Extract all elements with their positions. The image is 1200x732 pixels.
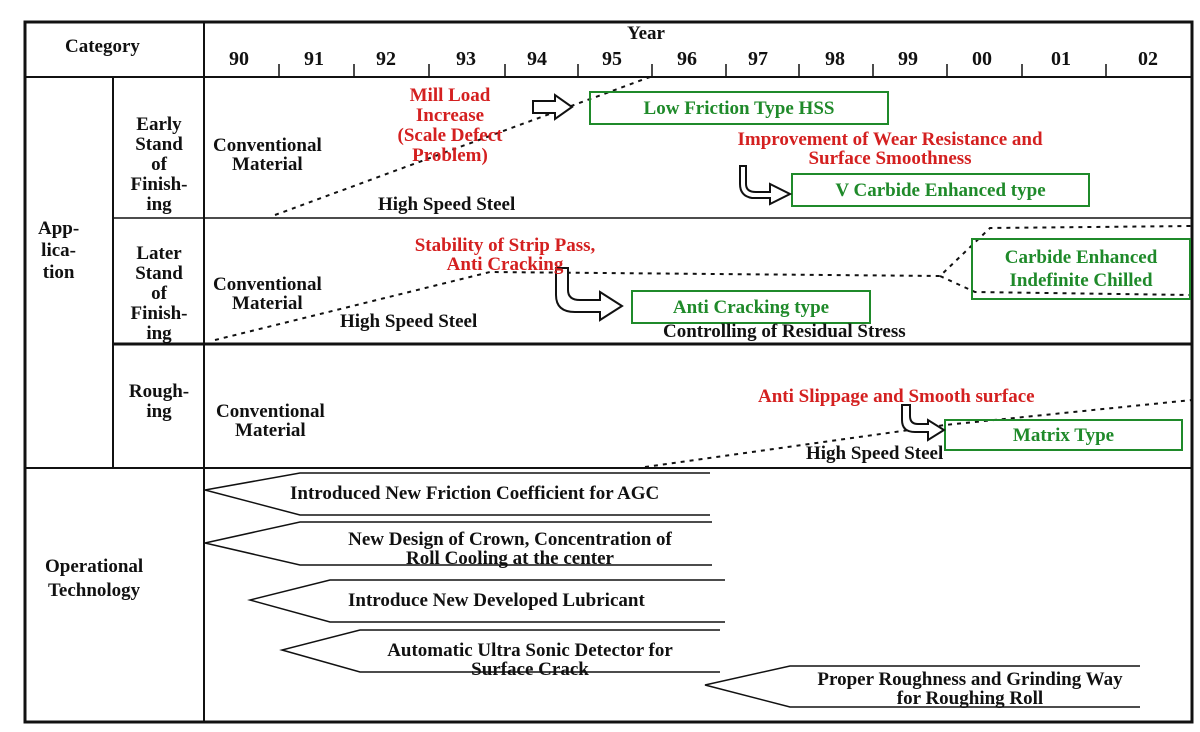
year-label: 94 bbox=[527, 48, 547, 70]
outer-border bbox=[23, 20, 1194, 724]
operational-arrow-shapes bbox=[204, 472, 1140, 708]
later-conventional-material: Conventional Material bbox=[213, 274, 322, 314]
year-label: 97 bbox=[748, 48, 768, 70]
roughing-problem-anti-slippage: Anti Slippage and Smooth surface bbox=[758, 386, 1035, 407]
early-problem-wear-resistance: Improvement of Wear Resistance and Surfa… bbox=[737, 129, 1043, 169]
early-conventional-material: Conventional Material bbox=[213, 135, 322, 175]
category-header: Category bbox=[65, 36, 140, 57]
roughing-high-speed-steel: High Speed Steel bbox=[806, 443, 944, 464]
year-label: 99 bbox=[898, 48, 918, 70]
year-ticks bbox=[278, 64, 1107, 77]
later-solution-anti-cracking: Anti Cracking type bbox=[672, 297, 830, 318]
year-label: 00 bbox=[972, 48, 992, 70]
year-label: 93 bbox=[456, 48, 476, 70]
early-stand-label: Early Stand of Finish- ing bbox=[130, 114, 188, 215]
later-solution-carbide-enhanced: Carbide Enhanced Indefinite Chilled bbox=[1004, 247, 1158, 291]
year-label: 02 bbox=[1138, 48, 1158, 70]
later-high-speed-steel: High Speed Steel bbox=[340, 311, 478, 332]
later-problem-strip-pass: Stability of Strip Pass, Anti Cracking bbox=[414, 235, 596, 275]
solution-boxes bbox=[589, 91, 1191, 451]
early-problem-mill-load: Mill Load Increase (Scale Defect Problem… bbox=[397, 85, 503, 166]
operational-item: Introduced New Friction Coefficient for … bbox=[290, 483, 660, 504]
year-label: 01 bbox=[1051, 48, 1071, 70]
application-label: App- lica- tion bbox=[38, 218, 80, 283]
early-solution-low-friction: Low Friction Type HSS bbox=[643, 98, 835, 119]
operational-item: Introduce New Developed Lubricant bbox=[348, 590, 645, 611]
operational-item: Automatic Ultra Sonic Detector for Surfa… bbox=[387, 640, 673, 680]
year-axis-label: Year bbox=[627, 23, 665, 44]
operational-item: New Design of Crown, Concentration of Ro… bbox=[348, 529, 672, 569]
arrow-icons bbox=[532, 93, 946, 442]
early-high-speed-steel: High Speed Steel bbox=[378, 194, 516, 215]
transition-dashed-lines bbox=[214, 76, 1193, 468]
year-label: 96 bbox=[677, 48, 697, 70]
roughing-conventional-material: Conventional Material bbox=[216, 401, 325, 441]
operational-item: Proper Roughness and Grinding Way for Ro… bbox=[817, 669, 1123, 709]
year-label: 90 bbox=[229, 48, 249, 70]
early-solution-v-carbide: V Carbide Enhanced type bbox=[835, 180, 1046, 201]
roughing-solution-matrix: Matrix Type bbox=[1012, 425, 1115, 446]
operational-technology-label: Operational Technology bbox=[45, 556, 144, 601]
year-label: 91 bbox=[304, 48, 324, 70]
year-label: 95 bbox=[602, 48, 622, 70]
later-stand-label: Later Stand of Finish- ing bbox=[130, 243, 188, 344]
later-note-residual-stress: Controlling of Residual Stress bbox=[663, 321, 906, 342]
year-label: 92 bbox=[376, 48, 396, 70]
year-label: 98 bbox=[825, 48, 845, 70]
roughing-label: Rough- ing bbox=[128, 381, 190, 422]
